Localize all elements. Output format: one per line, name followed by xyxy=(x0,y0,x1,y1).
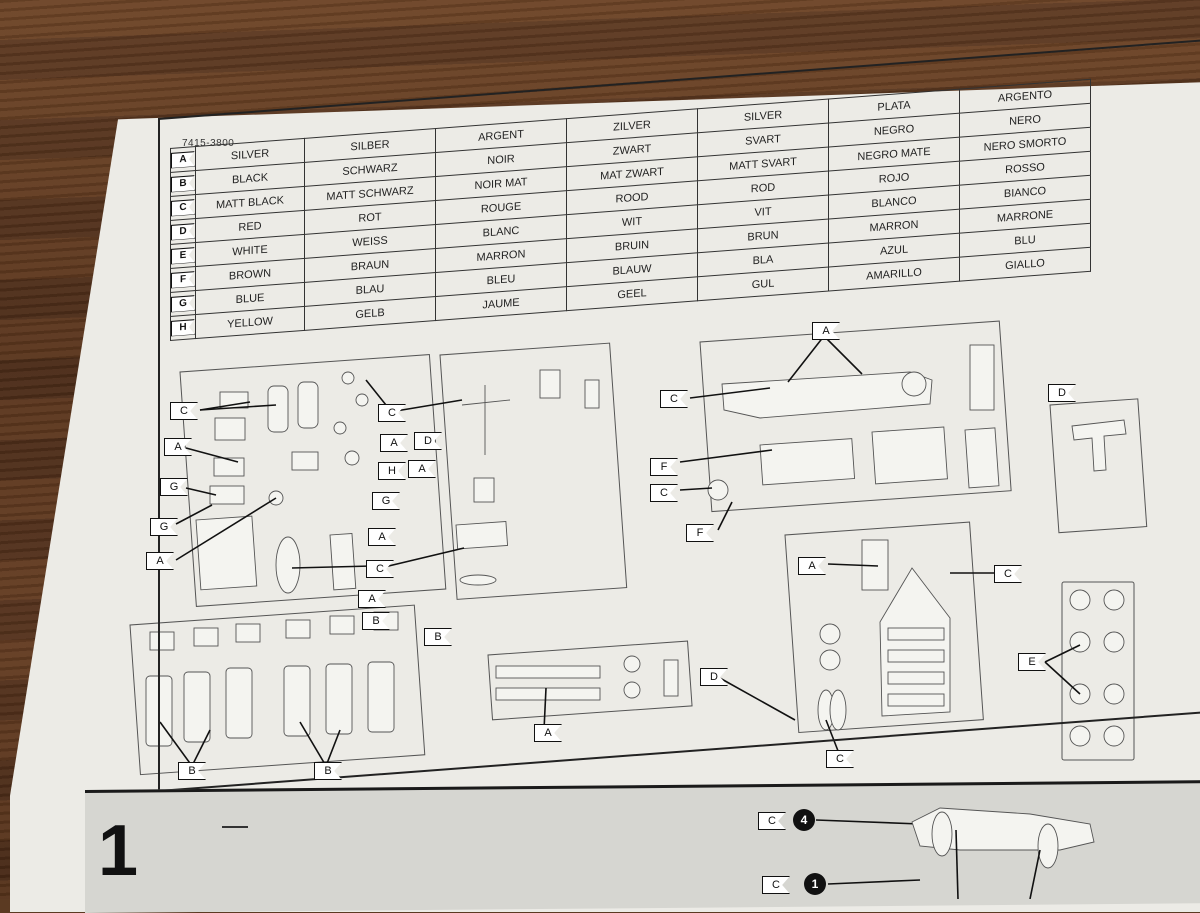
part-number: 7415-3800 xyxy=(182,138,235,149)
step-dash xyxy=(222,826,248,828)
step-number: 1 xyxy=(98,811,139,891)
sprue-chassis-top xyxy=(699,320,1012,513)
callout-flag: G xyxy=(372,492,400,510)
quantity-badge: 4 xyxy=(793,809,815,831)
leader-lines xyxy=(159,335,1081,767)
sprue-far-right xyxy=(1049,398,1148,534)
callout-flag: H xyxy=(378,462,406,480)
callout-flag: G xyxy=(160,478,188,496)
callout-flag: C xyxy=(366,560,394,578)
callout-flag: A xyxy=(146,552,174,570)
sprue-bottom-center xyxy=(487,640,693,721)
callout-flag: C xyxy=(378,404,406,422)
callout-flag: E xyxy=(1018,653,1046,671)
sprue-center xyxy=(439,342,628,600)
quantity-badge: 1 xyxy=(804,873,826,895)
callout-flag: G xyxy=(150,518,178,536)
sprue-frame xyxy=(784,521,984,734)
sprue-left xyxy=(179,354,447,607)
instruction-sheet xyxy=(10,82,1200,912)
callout-flag: B xyxy=(424,628,452,646)
